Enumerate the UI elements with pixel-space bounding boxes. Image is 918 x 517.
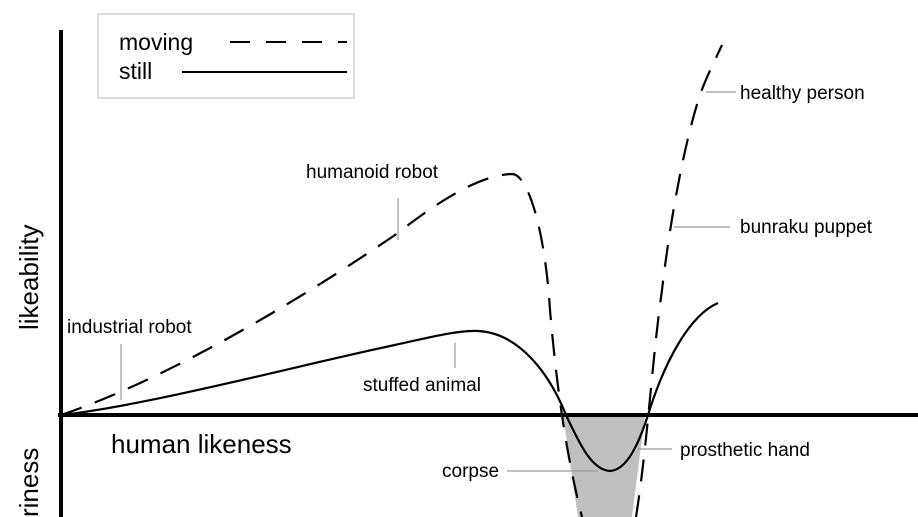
label-prosthetic-hand: prosthetic hand: [680, 440, 810, 461]
uncanny-valley-shade: [563, 415, 645, 517]
still-curve: [60, 301, 719, 473]
moving-curve: [60, 44, 723, 517]
label-healthy-person: healthy person: [740, 83, 865, 104]
legend-label-still: still: [119, 58, 152, 84]
legend-label-moving: moving: [119, 29, 193, 55]
x-axis-label: human likeness: [111, 429, 292, 459]
label-corpse: corpse: [442, 461, 499, 482]
label-stuffed-animal: stuffed animal: [363, 375, 481, 396]
legend-box: [97, 13, 355, 99]
label-humanoid-robot: humanoid robot: [306, 162, 439, 183]
y-axis-label-negative: riness: [14, 448, 44, 517]
label-industrial-robot: industrial robot: [67, 317, 192, 338]
legend: moving still: [97, 13, 355, 99]
label-bunraku-puppet: bunraku puppet: [740, 217, 873, 238]
y-axis-label: likeability: [14, 225, 44, 331]
